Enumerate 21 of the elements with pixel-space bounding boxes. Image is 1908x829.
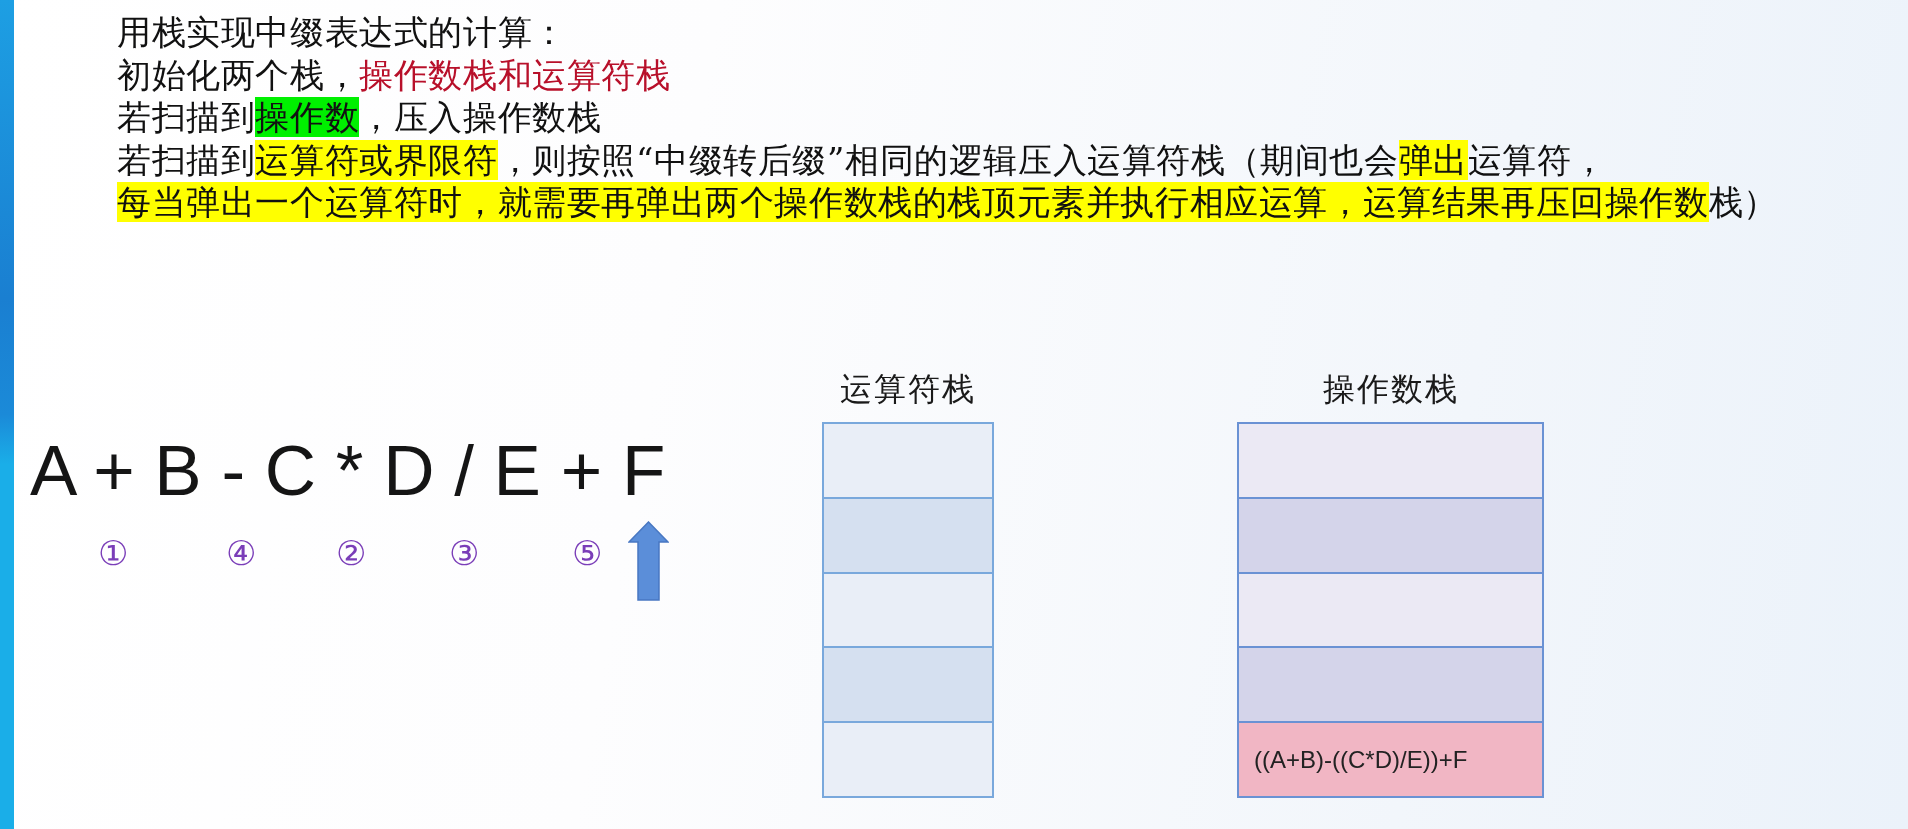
step-number: ③	[448, 533, 480, 573]
stack-cell	[1237, 646, 1544, 723]
stack-cell: ((A+B)-((C*D)/E))+F	[1237, 721, 1544, 798]
stack-cell	[822, 572, 994, 648]
step-number: ①	[97, 533, 129, 573]
stack-title: 运算符栈	[839, 369, 977, 410]
expression-text: A + B - C * D / E + F	[30, 431, 666, 511]
step-number: ④	[225, 533, 257, 573]
stack-cell	[822, 497, 994, 574]
step-number: ②	[335, 533, 367, 573]
step-number: ⑤	[571, 533, 603, 573]
stack-cell	[1237, 497, 1544, 574]
stack-title: 操作数栈	[1321, 369, 1460, 410]
stack-cell	[1237, 422, 1544, 499]
instruction-text: 若扫描到运算符或界限符，则按照“中缀转后缀”相同的逻辑压入运算符栈（期间也会弹出运算符，每当弹出一个运算符时，就需要再弹出两个操作数栈的栈顶元素并执行相应运算，运算结果再压回操作数栈）	[117, 138, 1778, 224]
heading: 用栈实现中缀表达式的计算：	[117, 11, 567, 54]
stack-cell	[822, 422, 994, 499]
stack-cell	[822, 646, 994, 723]
stack-cell	[822, 721, 994, 798]
instruction-text: 初始化两个栈，操作数栈和运算符栈	[117, 53, 671, 96]
stack-cell	[1237, 572, 1544, 648]
